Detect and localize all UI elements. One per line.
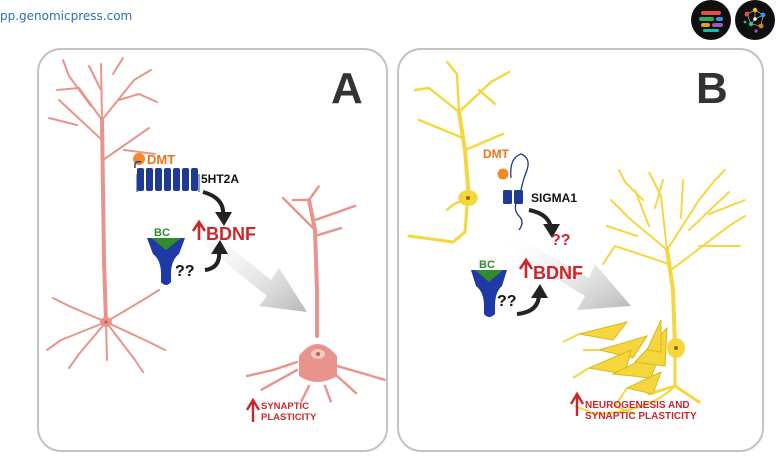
dmt-molecule (497, 168, 509, 180)
dmt-label: DMT (147, 152, 175, 167)
unknown-label: ?? (175, 263, 195, 280)
increase-arrow-outcome (569, 391, 585, 416)
panel-b: B DMT SIGMA1 (397, 48, 764, 452)
receptor-label: SIGMA1 (531, 191, 577, 205)
increase-arrow-bdnf (518, 257, 534, 278)
site-url[interactable]: pp.genomicpress.com (0, 9, 133, 23)
yellow-neuron-left (407, 60, 511, 244)
increase-arrow-bdnf (191, 219, 207, 240)
outcome-line-2: PLASTICITY (261, 412, 317, 423)
pink-neuron-left (46, 57, 166, 373)
panel-letter: A (331, 64, 363, 113)
bc-label: BC (479, 259, 495, 271)
sigma1-receptor (503, 153, 529, 231)
outcome-line-1: SYNAPTIC (261, 401, 309, 412)
panel-a: A DMT (37, 48, 388, 452)
bdnf-label: BDNF (206, 224, 256, 244)
bc-molecule (471, 270, 507, 317)
brain-network-logo (735, 0, 775, 40)
panel-letter: B (696, 64, 728, 113)
bdnf-label: BDNF (533, 263, 583, 283)
outcome-line-2: SYNAPTIC PLASTICITY (585, 411, 697, 422)
pink-neuron-right (245, 184, 386, 404)
process-arrow (195, 222, 307, 312)
unknown-label: ?? (497, 293, 517, 310)
dmt-label: DMT (483, 147, 510, 161)
5ht2a-receptor (134, 160, 200, 192)
receptor-label: 5HT2A (201, 172, 239, 186)
bc-molecule (147, 238, 185, 285)
increase-arrow-outcome (245, 397, 261, 422)
outcome-line-1: NEUROGENESIS AND (585, 400, 690, 411)
pink-neuron-right-soma (299, 344, 337, 382)
bc-label: BC (154, 227, 170, 239)
process-arrow (505, 232, 631, 310)
genomic-press-logo (691, 0, 731, 40)
newborn-neuron-cluster (578, 319, 668, 395)
unknown-top-label: ?? (551, 232, 571, 249)
